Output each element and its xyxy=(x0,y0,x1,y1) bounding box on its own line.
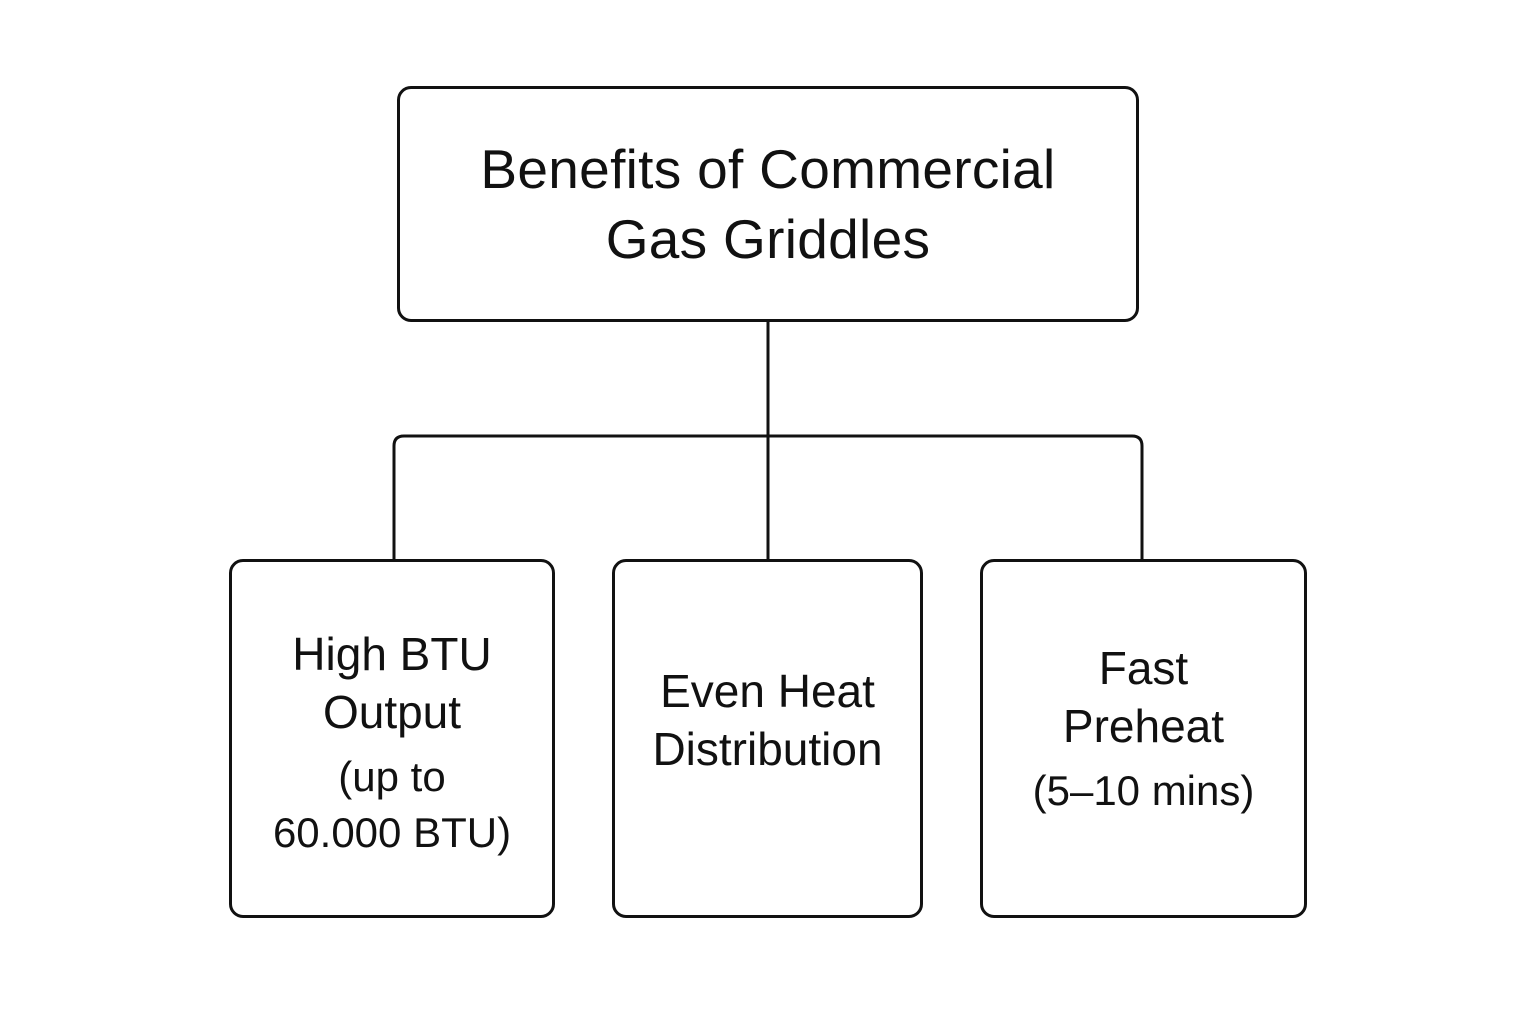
child-label-line-2: Preheat xyxy=(1062,699,1225,752)
root-title: Benefits of Commercial Gas Griddles xyxy=(480,134,1055,274)
child-detail-line-1: (5–10 mins) xyxy=(1032,766,1255,814)
root-title-line-1: Benefits of Commercial xyxy=(480,138,1056,200)
child-label-line-2: Distribution xyxy=(652,722,883,775)
child-node-high-btu-output: High BTU Output (up to 60.000 BTU) xyxy=(229,559,555,918)
child-label-line-1: Fast xyxy=(1098,641,1189,694)
child-detail-line-2: 60.000 BTU) xyxy=(272,808,512,856)
child-label-line-1: Even Heat xyxy=(660,664,875,717)
child-node-fast-preheat: Fast Preheat (5–10 mins) xyxy=(980,559,1307,918)
root-title-line-2: Gas Griddles xyxy=(605,208,931,270)
connector-horizontal-bar xyxy=(392,434,1144,559)
child-detail-line-1: (up to xyxy=(338,752,446,800)
child-detail: (5–10 mins) xyxy=(1033,763,1255,819)
child-label: Even Heat Distribution xyxy=(652,662,882,778)
child-label: High BTU Output xyxy=(273,625,511,741)
child-label-line-1: High BTU xyxy=(292,627,492,680)
child-label-line-2: Output xyxy=(322,685,462,738)
root-node: Benefits of Commercial Gas Griddles xyxy=(397,86,1139,322)
child-label: Fast Preheat xyxy=(1033,639,1255,755)
child-detail: (up to 60.000 BTU) xyxy=(273,749,511,861)
child-node-even-heat-distribution: Even Heat Distribution xyxy=(612,559,923,918)
